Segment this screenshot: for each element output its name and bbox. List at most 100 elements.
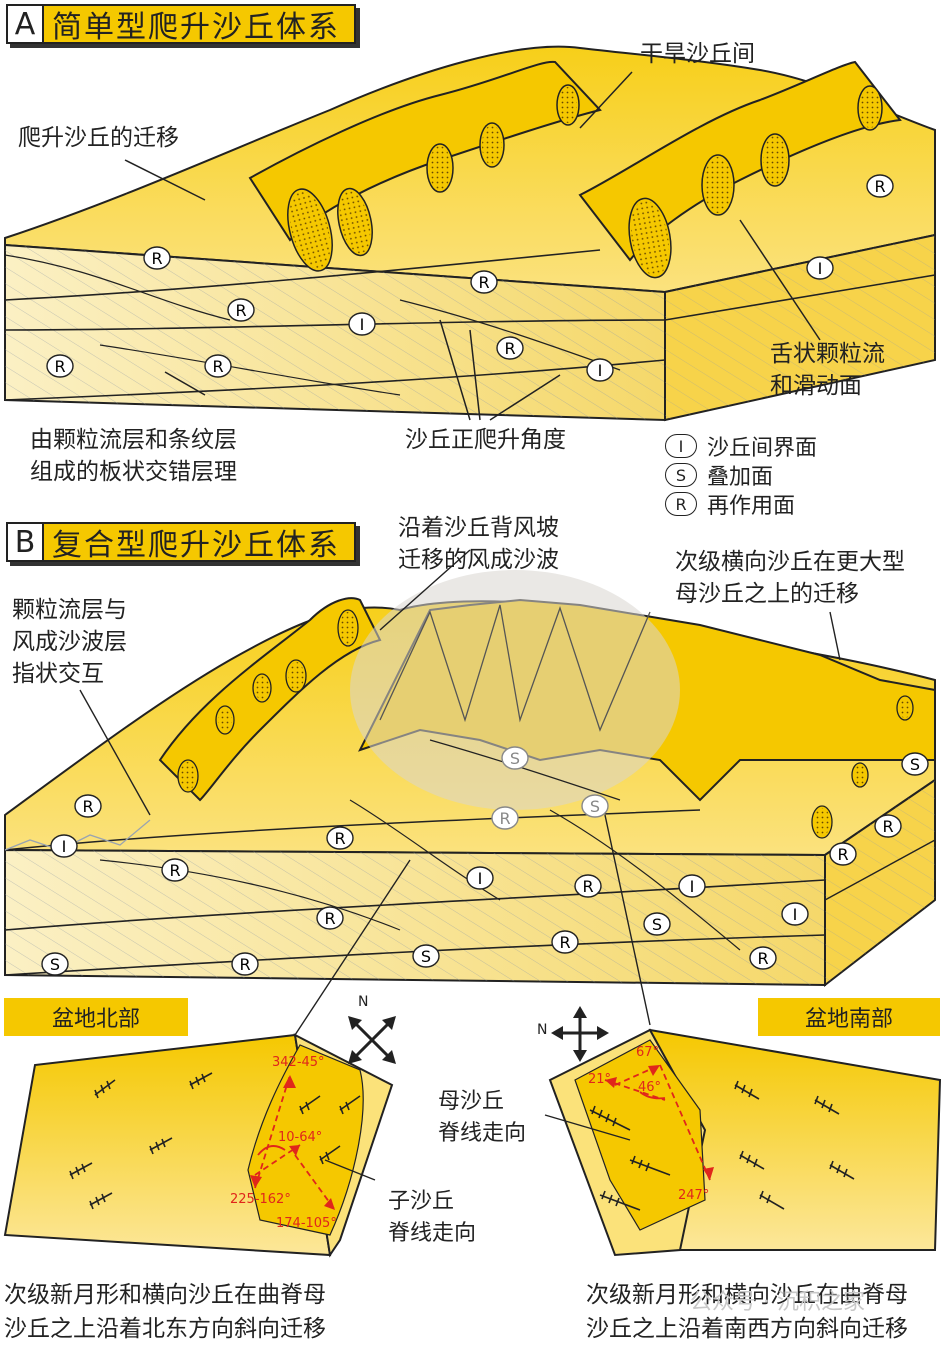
svg-text:S: S [910,755,920,774]
label-interfinger-line3: 指状交互 [12,661,104,687]
legend-text: 再作用面 [707,494,796,519]
label-migration: 爬升沙丘的迁移 [18,125,179,151]
legend-text: 沙丘间界面 [707,436,818,461]
marker-r: R [874,814,902,838]
compass-south-label: N [537,1022,548,1038]
marker-r: R [829,842,857,866]
caption-north-line1: 次级新月形和横向沙丘在曲脊母 [4,1282,326,1308]
label-interfinger-line2: 风成沙波层 [12,629,127,655]
panel-a-title: 简单型爬升沙丘体系 [44,4,356,45]
marker-r: R [551,930,579,954]
label-grainflow-line1: 舌状颗粒流 [770,341,885,367]
label-mother-line1: 母沙丘 [438,1089,505,1114]
svg-text:I: I [793,905,798,924]
marker-r: R [46,354,74,378]
svg-text:R: R [757,949,768,968]
marker-r: R [491,806,519,830]
svg-text:I: I [360,315,365,334]
svg-text:R: R [324,909,335,928]
svg-text:R: R [235,301,246,320]
legend-row-superposition: S 叠加面 [665,459,773,491]
marker-i: I [466,866,494,890]
legend-text: 叠加面 [707,465,774,490]
panel-b-markers: R I R R R S R R S S R I R I S R S I R S … [41,746,929,976]
panel-b-letter: B [6,522,44,562]
marker-i: I [586,358,614,382]
marker-r: R [496,336,524,360]
marker-r: R [227,298,255,322]
marker-s: S [581,794,609,818]
compass-north-map [350,1018,394,1062]
panel-a-header: A 简单型爬升沙丘体系 [6,4,356,45]
marker-i: I [781,902,809,926]
svg-text:S: S [50,955,60,974]
marker-r: R [866,174,894,198]
angle-label: 247° [678,1188,710,1203]
label-mother-line2: 脊线走向 [438,1121,527,1146]
svg-text:R: R [151,249,162,268]
label-interfinger-line1: 颗粒流层与 [12,597,127,623]
svg-text:R: R [882,817,893,836]
region-north-basin: 盆地北部 [4,998,188,1036]
angle-label: 342-45° [272,1055,325,1070]
legend-row-interdune: I 沙丘间界面 [665,430,817,462]
svg-text:R: R [499,809,510,828]
marker-r: R [316,906,344,930]
label-climb-angle: 沙丘正爬升角度 [405,427,566,453]
marker-s: S [901,752,929,776]
caption-north: 次级新月形和横向沙丘在曲脊母 沙丘之上沿着北东方向斜向迁移 [4,1278,326,1346]
map-south [544,1006,942,1257]
map-north [3,1016,396,1258]
panel-a-markers: R R I R R R R I R I [46,174,894,382]
angle-label: 225-162° [230,1192,291,1207]
label-lee-line2: 迁移的风成沙波 [398,547,559,573]
svg-text:R: R [504,339,515,358]
label-child-dune: 子沙丘 脊线走向 [388,1186,476,1250]
label-lee-sandwaves: 沿着沙丘背风坡 迁移的风成沙波 [398,512,559,576]
label-child-line1: 子沙丘 [388,1189,455,1214]
svg-text:I: I [478,869,483,888]
watermark: 公众号 · 沉积之家 [690,1290,865,1315]
svg-text:R: R [837,845,848,864]
svg-text:I: I [62,837,67,856]
svg-text:R: R [169,861,180,880]
svg-text:R: R [212,357,223,376]
svg-text:R: R [478,273,489,292]
svg-text:R: R [559,933,570,952]
svg-text:R: R [239,955,250,974]
marker-r: R [161,858,189,882]
legend-row-reactivation: R 再作用面 [665,488,795,520]
panel-a-block [4,45,936,422]
svg-text:S: S [421,947,431,966]
panel-b-title: 复合型爬升沙丘体系 [44,522,356,563]
legend-symbol-r: R [665,492,697,516]
caption-north-line2: 沙丘之上沿着北东方向斜向迁移 [4,1316,326,1342]
panel-b-header: B 复合型爬升沙丘体系 [6,522,356,563]
label-tabular-line1: 由颗粒流层和条纹层 [30,427,237,453]
angle-label: 10-64° [278,1130,323,1145]
angle-label: 67° [636,1045,660,1060]
marker-r: R [470,270,498,294]
svg-text:S: S [590,797,600,816]
svg-text:I: I [818,259,823,278]
compass-north-label: N [358,994,369,1010]
panel-a-letter: A [6,4,44,44]
angle-label: 174-105° [276,1216,337,1231]
caption-south-line1: 次级新月形和横向沙丘在曲脊母 [586,1282,908,1308]
svg-text:S: S [510,749,520,768]
label-interfinger: 颗粒流层与 风成沙波层 指状交互 [12,594,127,690]
legend-symbol-s: S [665,463,697,487]
marker-s: S [501,746,529,770]
marker-i: I [50,834,78,858]
svg-text:R: R [82,797,93,816]
marker-s: S [412,944,440,968]
marker-r: R [204,354,232,378]
svg-text:R: R [582,877,593,896]
label-secondary-line2: 母沙丘之上的迁移 [675,581,859,607]
angle-label: 46° [638,1080,662,1095]
label-secondary-dunes: 次级横向沙丘在更大型 母沙丘之上的迁移 [675,546,905,610]
svg-text:R: R [334,829,345,848]
marker-r: R [326,826,354,850]
label-mother-dune: 母沙丘 脊线走向 [438,1086,526,1150]
